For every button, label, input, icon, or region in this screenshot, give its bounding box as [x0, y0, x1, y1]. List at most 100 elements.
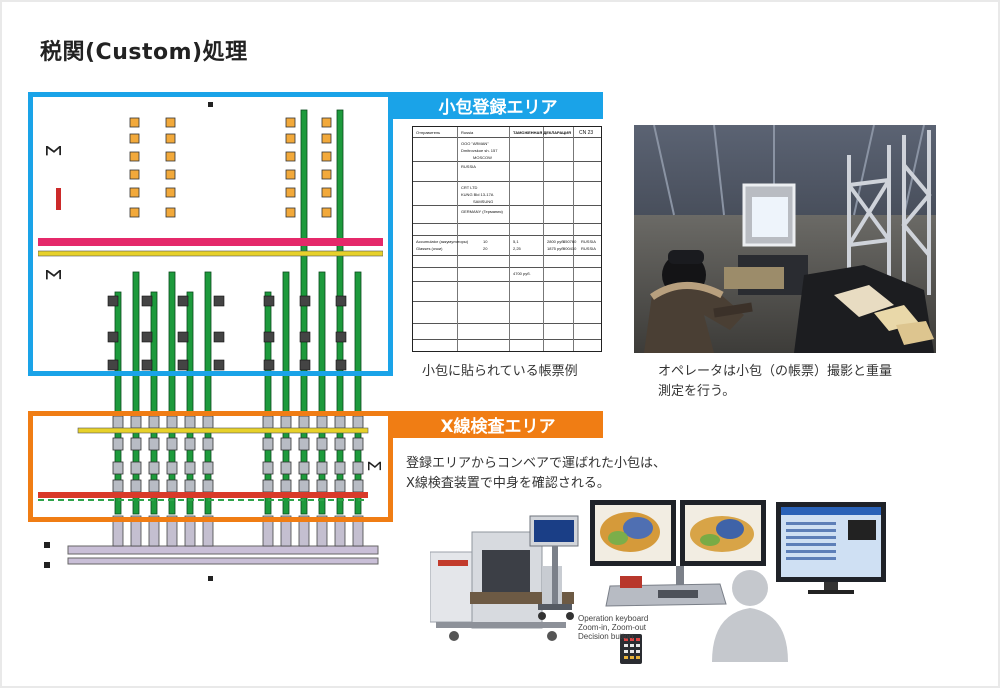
form-item2-name: Glasses (очки)	[416, 246, 443, 251]
registration-station	[321, 187, 332, 198]
form-item1-weight: 5,1	[513, 239, 519, 244]
registration-station	[165, 117, 176, 128]
conveyor-belt	[336, 109, 344, 515]
form-sender-country: RUSSIA	[461, 164, 476, 169]
sorter-unit	[130, 437, 142, 451]
registration-station	[165, 207, 176, 218]
plan-marker-upper: Σ	[41, 144, 65, 157]
operator-photo	[634, 125, 936, 353]
workstation	[177, 359, 189, 371]
conveyor-belt	[150, 291, 158, 515]
conveyor-belt	[318, 271, 326, 515]
yellow-conveyor-line	[77, 427, 369, 434]
form-header-title: ТАМОЖЕННАЯ ДЕКЛАРАЦИЯ	[513, 130, 571, 135]
sorter-unit	[352, 461, 364, 475]
small-marker	[208, 576, 213, 581]
registration-station	[321, 117, 332, 128]
registration-area-frame	[28, 92, 393, 376]
chute	[202, 515, 214, 547]
sorter-unit	[298, 461, 310, 475]
sorter-unit	[316, 437, 328, 451]
workstation	[177, 331, 189, 343]
chute	[316, 515, 328, 547]
form-header-code: CN 23	[579, 130, 594, 136]
chute	[298, 515, 310, 547]
registration-station	[321, 207, 332, 218]
customs-declaration-form: Отправитель Russia ТАМОЖЕННАЯ ДЕКЛАРАЦИЯ…	[412, 126, 602, 352]
keyboard-label-line2: Zoom-in, Zoom-out	[578, 623, 647, 632]
label-example-caption: 小包に貼られている帳票例	[422, 364, 578, 379]
workstation	[335, 359, 347, 371]
workstation	[299, 295, 311, 307]
chute	[334, 515, 346, 547]
sorter-unit	[334, 461, 346, 475]
form-recipient-street: KUNG Bld 13-17A	[461, 192, 494, 197]
conveyor-belt	[300, 109, 308, 515]
form-recipient-name: CRT LTD	[461, 185, 478, 190]
sorter-unit	[280, 461, 292, 475]
registration-station	[165, 187, 176, 198]
chute	[280, 515, 292, 547]
registration-station	[321, 169, 332, 180]
operator-caption-line2: 測定を行う。	[658, 384, 736, 399]
plan-marker-lower: Σ	[363, 460, 383, 471]
small-marker	[44, 542, 50, 548]
form-rule	[509, 127, 510, 351]
form-rule	[413, 137, 601, 138]
registration-station	[285, 169, 296, 180]
sorter-unit	[202, 461, 214, 475]
form-rule	[413, 301, 601, 302]
main-conveyor-line	[38, 238, 383, 246]
workstation	[141, 331, 153, 343]
small-marker	[208, 102, 213, 107]
form-total-value: 4700 руб.	[513, 271, 531, 276]
operator-photo-svg	[634, 125, 936, 353]
sorter-unit	[280, 437, 292, 451]
registration-area-label: 小包登録エリア	[393, 92, 603, 119]
registration-station	[129, 151, 140, 162]
form-rule	[573, 127, 574, 351]
form-rule	[413, 205, 601, 206]
form-recipient-country: GERMANY (Германия)	[461, 209, 503, 214]
form-header-mid: Russia	[461, 130, 474, 135]
small-marker	[44, 562, 50, 568]
page-title: 税関(Custom)処理	[40, 40, 248, 65]
form-item2-value: 1875 руб.	[547, 246, 565, 251]
form-item2-code: 900410	[563, 246, 577, 251]
chute	[352, 515, 364, 547]
plan-marker-middle: Σ	[41, 268, 65, 281]
registration-station	[165, 169, 176, 180]
form-rule	[413, 267, 601, 268]
form-item2-weight: 2,25	[513, 246, 521, 251]
left-marker	[56, 188, 61, 210]
form-item1-qty: 10	[483, 239, 488, 244]
xray-description-line1: 登録エリアからコンベアで運ばれた小包は、	[406, 456, 667, 471]
xray-description: 登録エリアからコンベアで運ばれた小包は、 X線検査装置で中身を確認される。	[406, 454, 666, 494]
sorter-unit	[166, 437, 178, 451]
sorter-unit	[298, 437, 310, 451]
conveyor-lane	[67, 557, 379, 565]
yellow-conveyor-line	[38, 250, 383, 257]
workstation	[335, 331, 347, 343]
red-conveyor-line	[38, 492, 368, 498]
registration-station	[129, 169, 140, 180]
sorter-unit	[130, 461, 142, 475]
xray-area-label: X線検査エリア	[393, 411, 603, 438]
form-rule	[413, 161, 601, 162]
sorter-unit	[184, 437, 196, 451]
conveyor-belt	[282, 271, 290, 515]
workstation	[107, 359, 119, 371]
sorter-unit	[352, 437, 364, 451]
xray-description-line2: X線検査装置で中身を確認される。	[406, 476, 610, 491]
form-sender-city: MOSCOW	[473, 155, 492, 160]
registration-station	[129, 207, 140, 218]
workstation	[141, 295, 153, 307]
registration-station	[129, 117, 140, 128]
workstation	[177, 295, 189, 307]
conveyor-belt	[204, 271, 212, 515]
operation-keyboard-labels: Operation keyboard Zoom-in, Zoom-out Dec…	[578, 614, 648, 641]
conveyor-belt	[186, 291, 194, 515]
form-item1-value: 2800 руб.	[547, 239, 565, 244]
conveyor-lane	[67, 545, 379, 555]
sorter-unit	[262, 437, 274, 451]
